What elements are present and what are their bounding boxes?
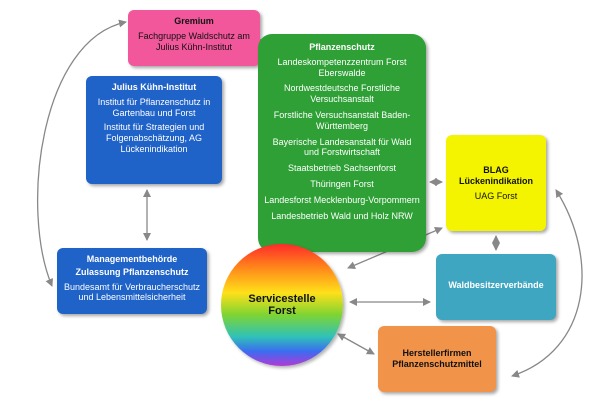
pflanzenschutz-line: Landeskompetenzzentrum Forst Eberswalde <box>277 56 407 78</box>
jki-box: Julius Kühn-Institut Institut für Pflanz… <box>86 76 222 184</box>
hersteller-box: Herstellerfirmen Pflanzenschutzmittel <box>378 326 496 392</box>
arc-gremium-management <box>37 19 127 287</box>
blag-line: UAG Forst <box>474 190 518 201</box>
pflanzenschutz-line: Nordwestdeutsche Forstliche Versuchsanst… <box>283 83 401 105</box>
jki-line: Institut für Pflanzenschutz in Gartenbau… <box>97 96 211 118</box>
gremium-title: Gremium <box>174 16 214 26</box>
pflanzenschutz-box: Pflanzenschutz Landeskompetenzzentrum Fo… <box>258 34 426 252</box>
management-line: Bundesamt für Verbraucherschutz und Lebe… <box>63 281 201 303</box>
gremium-box: Gremium Fachgruppe Waldschutz am Julius … <box>128 10 260 66</box>
arrow-service-hersteller <box>337 333 375 355</box>
waldbesitzer-title: Waldbesitzerverbände <box>448 280 544 290</box>
management-box: Managementbehörde Zulassung Pflanzenschu… <box>57 248 207 314</box>
pflanzenschutz-line: Thüringen Forst <box>310 178 374 189</box>
waldbesitzer-box: Waldbesitzerverbände <box>436 254 556 320</box>
pflanzenschutz-line: Forstliche Versuchsanstalt Baden-Württem… <box>273 109 411 131</box>
management-title: Managementbehörde <box>86 254 178 264</box>
pflanzenschutz-title: Pflanzenschutz <box>309 42 375 52</box>
management-subtitle: Zulassung Pflanzenschutz <box>75 266 189 277</box>
blag-title: BLAG Lückenindikation <box>458 165 533 186</box>
blag-box: BLAG Lückenindikation UAG Forst <box>446 135 546 231</box>
pflanzenschutz-line: Landesbetrieb Wald und Holz NRW <box>271 210 413 221</box>
servicestelle-title: Servicestelle Forst <box>248 293 316 317</box>
gremium-line: Fachgruppe Waldschutz am Julius Kühn-Ins… <box>138 30 250 52</box>
arc-blag-hersteller <box>511 189 583 378</box>
jki-title: Julius Kühn-Institut <box>111 82 197 92</box>
pflanzenschutz-line: Bayerische Landesanstalt für Wald und Fo… <box>272 136 412 158</box>
hersteller-title: Herstellerfirmen Pflanzenschutzmittel <box>392 348 482 369</box>
servicestelle-circle: Servicestelle Forst <box>221 244 343 366</box>
pflanzenschutz-line: Landesforst Mecklenburg-Vorpommern <box>264 194 420 205</box>
jki-line: Institut für Strategien und Folgenabschä… <box>103 122 205 154</box>
pflanzenschutz-line: Staatsbetrieb Sachsenforst <box>287 163 397 174</box>
